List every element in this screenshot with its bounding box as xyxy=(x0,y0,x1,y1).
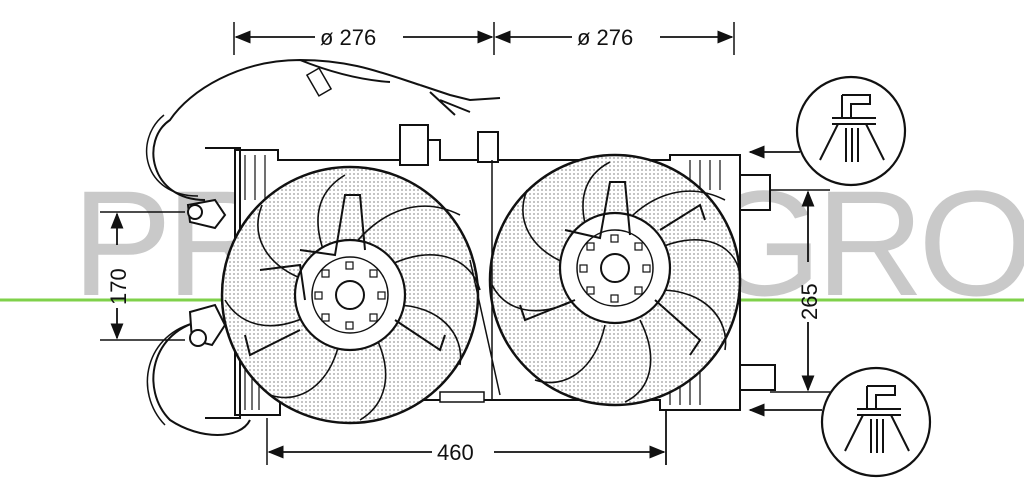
top-connector xyxy=(399,124,429,166)
top-connector-2 xyxy=(477,131,499,163)
wire-connector xyxy=(305,67,333,97)
dimension-bottom: 460 xyxy=(266,410,667,465)
fan-right-holes xyxy=(579,234,651,303)
fan-left-holes xyxy=(314,261,386,330)
center-divider xyxy=(469,160,501,400)
dimension-top-right: ø 276 xyxy=(494,22,735,55)
fan-left-arms xyxy=(244,194,446,357)
dim-fan-right-diameter: ø 276 xyxy=(577,25,633,50)
fan-right-hub xyxy=(600,253,630,283)
dim-overall-width: 460 xyxy=(437,440,474,465)
fan-right-blade-lines xyxy=(491,161,741,403)
mounting-bracket-icon xyxy=(795,75,907,187)
left-mounts xyxy=(186,198,227,347)
wiring-loop-outer xyxy=(145,114,199,426)
mounting-bracket-icon xyxy=(820,366,932,478)
dim-right-height: 265 xyxy=(797,283,822,320)
dimension-top-left: ø 276 xyxy=(233,22,495,55)
wire-harness xyxy=(419,84,501,116)
dim-fan-left-diameter: ø 276 xyxy=(320,25,376,50)
dim-left-height: 170 xyxy=(106,268,131,305)
dimension-left-vertical: 170 xyxy=(100,211,185,341)
fan-left xyxy=(220,165,481,425)
fan-left-hub xyxy=(335,280,365,310)
wiring-loop xyxy=(152,58,421,436)
label-plate xyxy=(439,391,485,403)
fan-right-arms xyxy=(519,181,706,356)
right-brackets xyxy=(740,174,776,391)
fan-left-blade-lines xyxy=(224,174,481,421)
fan-right xyxy=(488,153,742,407)
dimension-right-vertical: 265 xyxy=(770,189,830,393)
